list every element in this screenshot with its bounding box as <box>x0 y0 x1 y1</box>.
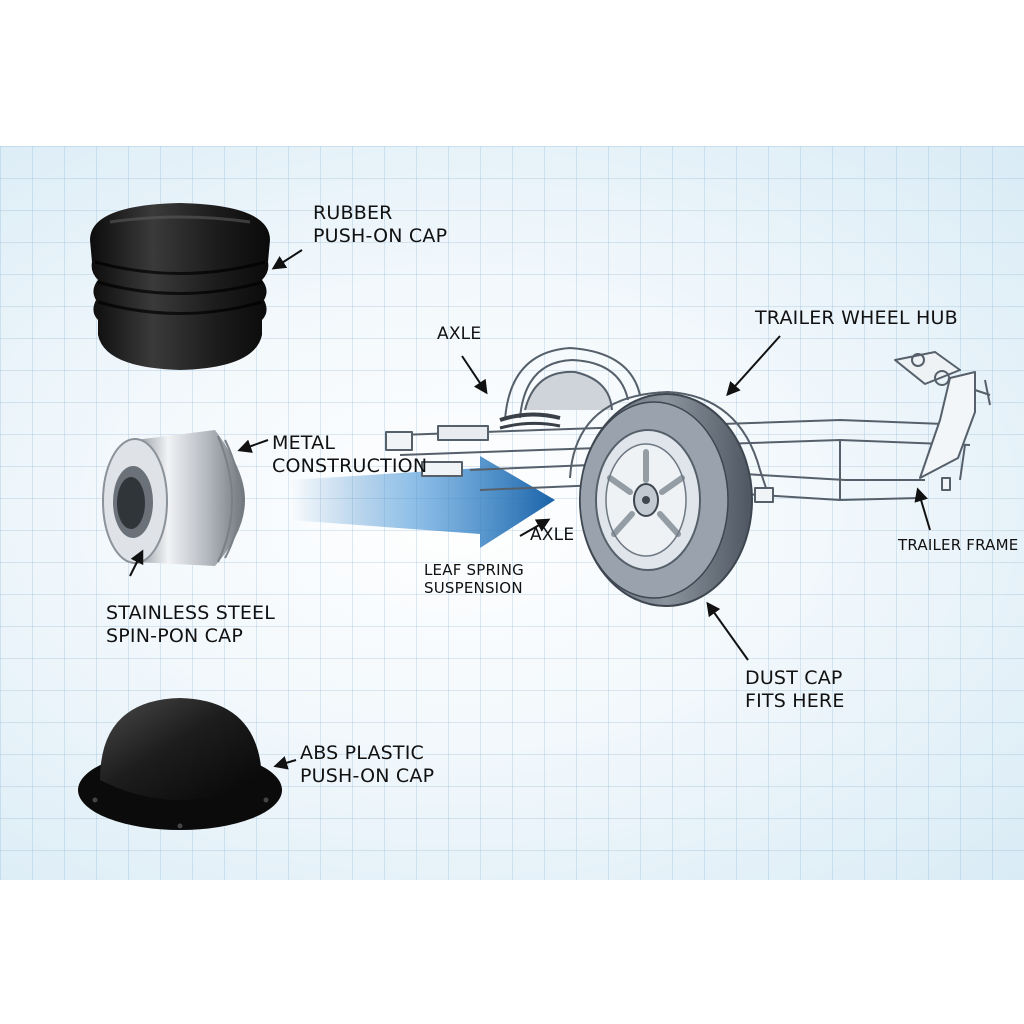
label-dust-cap-fits-here: DUST CAP FITS HERE <box>745 667 845 712</box>
label-axle-top: AXLE <box>437 324 482 344</box>
label-axle-middle: AXLE <box>530 525 575 545</box>
label-abs-plastic-cap: ABS PLASTIC PUSH-ON CAP <box>300 742 435 787</box>
label-metal-construction: METAL CONSTRUCTION <box>272 432 428 477</box>
callout-arrows <box>129 249 931 770</box>
label-trailer-wheel-hub: TRAILER WHEEL HUB <box>755 307 958 329</box>
label-leaf-spring-suspension: LEAF SPRING SUSPENSION <box>424 561 524 597</box>
label-rubber-push-on-cap: RUBBER PUSH-ON CAP <box>313 202 448 247</box>
rubber-push-on-cap-illustration <box>90 203 270 370</box>
stainless-steel-cap-illustration <box>102 430 245 566</box>
blue-direction-arrow <box>290 456 555 548</box>
label-trailer-frame: TRAILER FRAME <box>898 536 1019 554</box>
trailer-wheel-tire <box>579 393 753 607</box>
label-stainless-steel-cap: STAINLESS STEEL SPIN-PON CAP <box>106 602 276 647</box>
abs-plastic-cap-illustration <box>78 698 282 830</box>
